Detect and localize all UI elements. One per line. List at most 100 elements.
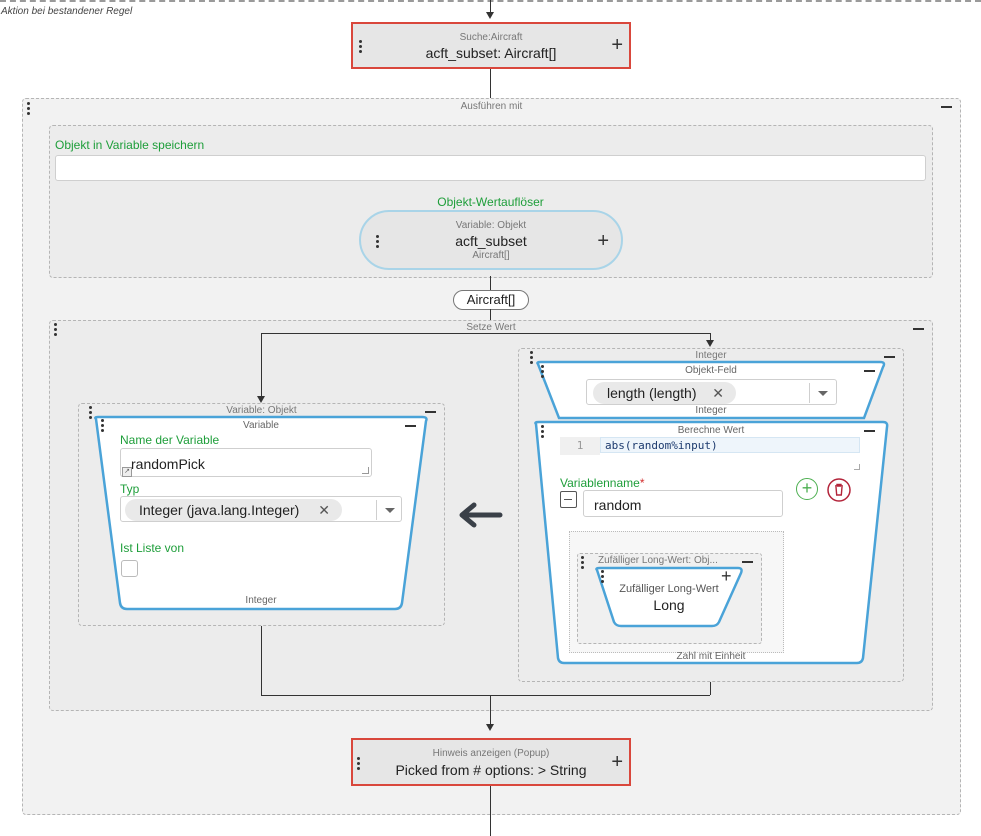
add-icon[interactable]: + <box>597 230 609 252</box>
connector-arrow <box>486 724 494 731</box>
resolver-kind: Variable: Objekt <box>455 220 527 231</box>
collapse-icon[interactable] <box>864 430 875 432</box>
drag-handle-icon[interactable] <box>541 425 544 440</box>
block-kind: Hinweis anzeigen (Popup) <box>432 748 550 759</box>
code-line: abs(random%input) <box>600 437 860 453</box>
resize-handle-icon[interactable] <box>854 464 860 470</box>
long-block-shape <box>595 566 743 628</box>
long-block-title: Zufälliger Long-Wert <box>619 583 719 595</box>
variable-name-label: Name der Variable <box>120 433 220 447</box>
field-chip: length (length) ✕ <box>593 382 736 404</box>
drag-handle-icon[interactable] <box>357 757 360 772</box>
connector-arrow <box>257 396 265 403</box>
arrow-left-icon <box>459 502 503 528</box>
select-divider <box>809 383 810 403</box>
frame-title: Ausführen mit <box>460 101 523 112</box>
list-checkbox[interactable] <box>121 560 138 577</box>
drag-handle-icon[interactable] <box>581 556 584 571</box>
connector-line <box>261 333 710 334</box>
collapse-icon[interactable] <box>884 356 895 358</box>
connector-line <box>490 786 491 836</box>
store-object-label: Objekt in Variable speichern <box>55 138 205 152</box>
drag-handle-icon[interactable] <box>27 102 30 117</box>
type-pill: Aircraft[] <box>453 290 529 310</box>
variable-block-title: Variable <box>243 420 279 431</box>
delete-icon[interactable] <box>827 478 851 502</box>
connector-line <box>710 333 711 341</box>
object-field-title: Objekt-Feld <box>685 365 737 376</box>
drag-handle-icon[interactable] <box>54 323 57 338</box>
type-select[interactable]: Integer (java.lang.Integer) ✕ <box>120 496 402 522</box>
object-field-caption: Integer <box>695 405 727 416</box>
resolver-block[interactable]: Variable: Objekt acft_subset Aircraft[] … <box>359 210 623 270</box>
variable-name-value: randomPick <box>131 456 205 472</box>
frame-title: Setze Wert <box>466 322 516 333</box>
variable-name-input[interactable]: randomPick ↗ <box>120 448 372 477</box>
required-mark: * <box>639 476 645 490</box>
remove-icon[interactable]: ✕ <box>318 502 330 518</box>
collapse-toggle-icon[interactable] <box>560 491 577 508</box>
chevron-down-icon[interactable] <box>385 508 395 513</box>
block-kind: Suche:Aircraft <box>459 32 523 43</box>
drag-handle-icon[interactable] <box>530 351 533 366</box>
var-name-value: random <box>594 497 642 513</box>
connector-line <box>710 680 711 695</box>
block-text: acft_subset: Aircraft[] <box>425 45 557 61</box>
compute-block-title: Berechne Wert <box>677 425 745 436</box>
chevron-down-icon[interactable] <box>818 391 828 396</box>
connector-line <box>490 69 491 119</box>
connector-line <box>490 309 491 321</box>
long-frame-title: Zufälliger Long-Wert: Obj... <box>598 555 718 566</box>
field-chip-label: length (length) <box>607 385 697 401</box>
section-label: Aktion bei bestandener Regel <box>1 6 133 17</box>
var-name-label: Variablenname* <box>560 476 645 490</box>
drag-handle-icon[interactable] <box>89 406 92 421</box>
list-label: Ist Liste von <box>120 541 185 555</box>
block-text: Picked from # options: > String <box>395 762 587 778</box>
collapse-icon[interactable] <box>864 370 875 372</box>
variable-block-caption: Integer <box>245 595 277 606</box>
connector-line <box>490 695 491 725</box>
resolver-type: Aircraft[] <box>472 250 510 261</box>
frame-title: Integer <box>695 350 727 361</box>
resolver-name: acft_subset <box>455 233 527 249</box>
code-editor[interactable]: 1 abs(random%input) <box>560 437 860 455</box>
drag-handle-icon[interactable] <box>541 365 544 380</box>
add-variable-icon[interactable]: + <box>796 478 818 500</box>
store-object-input[interactable] <box>55 155 926 181</box>
type-chip-label: Integer (java.lang.Integer) <box>139 502 300 518</box>
add-icon[interactable]: + <box>611 751 623 773</box>
compute-block-caption: Zahl mit Einheit <box>676 651 746 662</box>
connector-line <box>261 695 710 696</box>
resize-handle-icon[interactable] <box>362 467 369 474</box>
object-field-select[interactable]: length (length) ✕ <box>586 379 837 405</box>
select-divider <box>376 500 377 520</box>
add-icon[interactable]: + <box>611 34 623 56</box>
connector-line <box>490 0 491 12</box>
add-icon[interactable]: + <box>721 566 732 586</box>
code-line-number: 1 <box>560 437 600 455</box>
connector-line <box>490 276 491 290</box>
type-chip: Integer (java.lang.Integer) ✕ <box>125 499 342 521</box>
collapse-icon[interactable] <box>405 425 416 427</box>
search-block[interactable]: Suche:Aircraft acft_subset: Aircraft[] + <box>351 22 631 69</box>
collapse-icon[interactable] <box>425 411 436 413</box>
remove-icon[interactable]: ✕ <box>712 385 724 401</box>
expand-icon[interactable]: ↗ <box>122 467 132 477</box>
drag-handle-icon[interactable] <box>601 570 604 585</box>
var-name-input[interactable]: random <box>583 490 783 517</box>
collapse-icon[interactable] <box>913 328 924 330</box>
drag-handle-icon[interactable] <box>359 40 362 55</box>
connector-arrow <box>486 12 494 19</box>
frame-title: Variable: Objekt <box>226 405 297 416</box>
collapse-icon[interactable] <box>941 106 952 108</box>
drag-handle-icon[interactable] <box>101 419 104 434</box>
connector-line <box>261 333 262 397</box>
collapse-icon[interactable] <box>742 561 753 563</box>
connector-line <box>261 624 262 695</box>
long-block-type: Long <box>653 597 685 613</box>
popup-block[interactable]: Hinweis anzeigen (Popup) Picked from # o… <box>351 738 631 786</box>
resolver-label: Objekt-Wertauflöser <box>437 195 544 209</box>
type-label: Typ <box>120 482 140 496</box>
drag-handle-icon[interactable] <box>376 235 379 250</box>
